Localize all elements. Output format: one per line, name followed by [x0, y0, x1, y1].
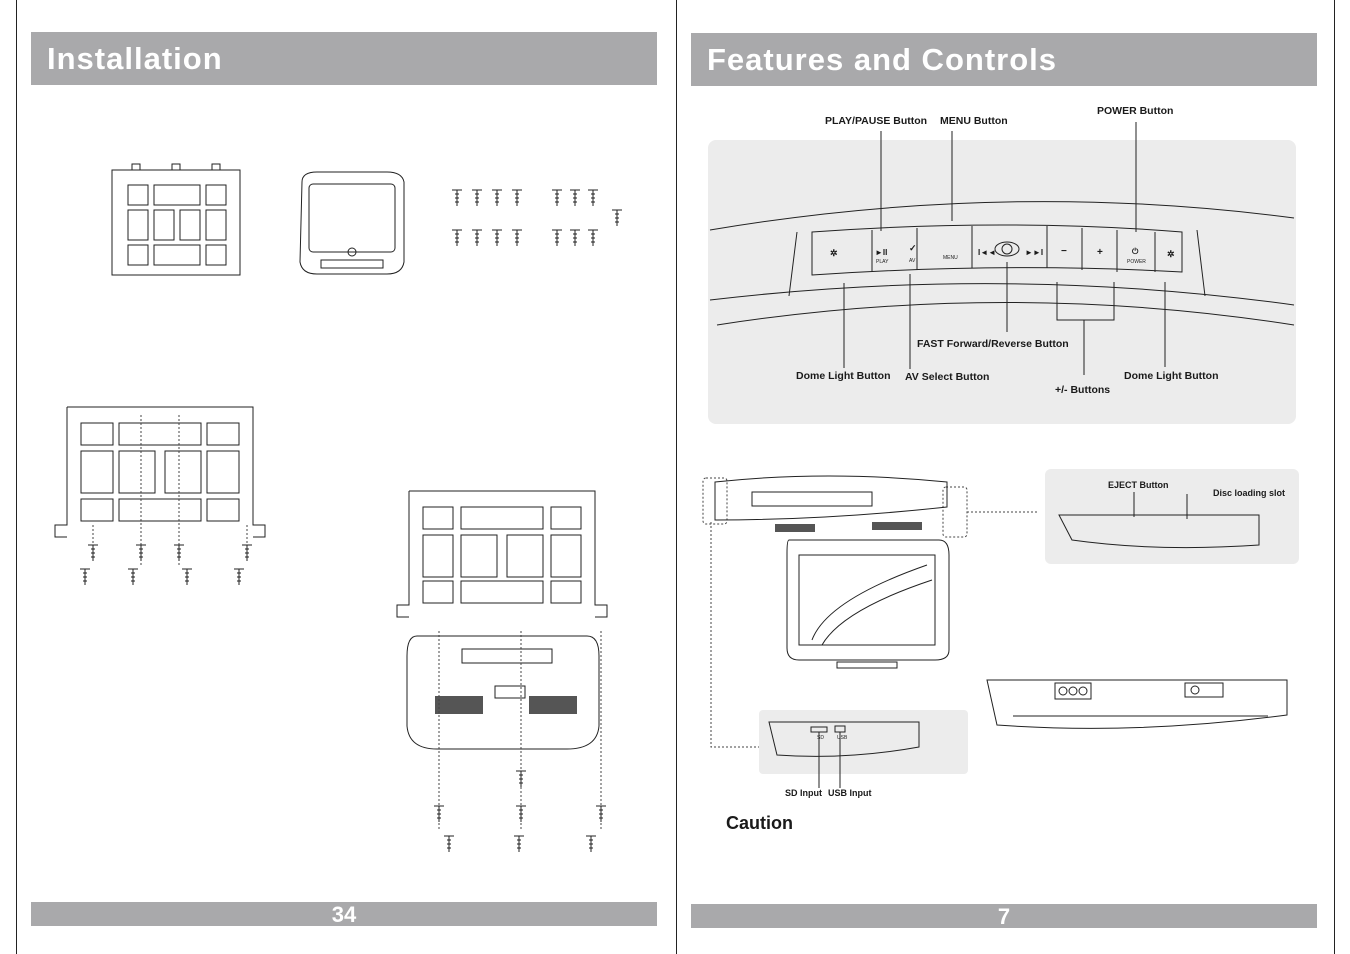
sd-mark: SD: [817, 735, 824, 741]
svg-text:I◄◄: I◄◄: [978, 248, 996, 257]
eject-panel-background: [1045, 469, 1299, 564]
menu-label: MENU Button: [940, 115, 1008, 127]
installation-illustrations: [54, 163, 623, 853]
features-illustrations: ✲ ►II PLAY ✓ AV MENU I◄◄ ►►I − + ⏻ POWER…: [702, 105, 1299, 798]
svg-text:⏻: ⏻: [1132, 247, 1139, 256]
av-select-label: AV Select Button: [905, 371, 989, 383]
dome-light-right-label: Dome Light Button: [1124, 370, 1218, 382]
svg-text:✓: ✓: [909, 243, 917, 253]
right-page-number: 7: [997, 904, 1011, 929]
left-page-number: 34: [331, 902, 357, 927]
power-mark: POWER: [1127, 259, 1146, 265]
monitor-mount-assembly-icon: [396, 490, 608, 853]
svg-text:+: +: [1097, 247, 1103, 258]
usb-input-label: USB Input: [828, 788, 872, 798]
svg-text:►►I: ►►I: [1025, 248, 1043, 257]
right-page: Features and Controls ✲ ►II PLAY ✓ AV ME…: [676, 0, 1335, 954]
svg-text:✲: ✲: [830, 248, 838, 258]
features-header: Features and Controls: [691, 33, 1317, 86]
features-title: Features and Controls: [707, 41, 1057, 77]
play-pause-label: PLAY/PAUSE Button: [825, 115, 927, 127]
overhead-monitor-icon: [702, 475, 1039, 748]
disc-slot-label: Disc loading slot: [1213, 488, 1285, 498]
installation-header: Installation: [31, 32, 657, 85]
sd-input-label: SD Input: [785, 788, 822, 798]
dome-light-left-label: Dome Light Button: [796, 370, 890, 382]
installation-title: Installation: [47, 40, 223, 76]
usb-mark: USB: [837, 735, 848, 741]
bracket-screw-assembly-icon: [54, 406, 266, 586]
button-strip-icon: ✲ ►II PLAY ✓ AV MENU I◄◄ ►►I − + ⏻ POWER…: [811, 224, 1183, 276]
mounting-bracket-icon: [111, 163, 241, 276]
left-page-footer: 34: [31, 902, 657, 927]
left-page: Installation: [16, 0, 678, 954]
svg-text:►II: ►II: [875, 248, 887, 257]
menu-mark: MENU: [943, 255, 958, 261]
rear-panel-icon: [986, 679, 1288, 729]
plus-minus-label: +/- Buttons: [1055, 384, 1110, 396]
sd-usb-panel-background: [759, 710, 968, 774]
monitor-unit-icon: [299, 171, 405, 275]
caution-heading: Caution: [726, 813, 793, 833]
screws-icon: [451, 189, 623, 247]
av-mark: AV: [909, 258, 916, 264]
svg-text:−: −: [1061, 246, 1067, 257]
svg-text:✲: ✲: [1167, 249, 1175, 259]
power-label: POWER Button: [1097, 105, 1173, 117]
eject-label: EJECT Button: [1108, 480, 1169, 490]
fast-forward-reverse-label: FAST Forward/Reverse Button: [917, 338, 1069, 350]
right-page-footer: 7: [691, 904, 1317, 929]
play-mark: PLAY: [876, 259, 889, 265]
